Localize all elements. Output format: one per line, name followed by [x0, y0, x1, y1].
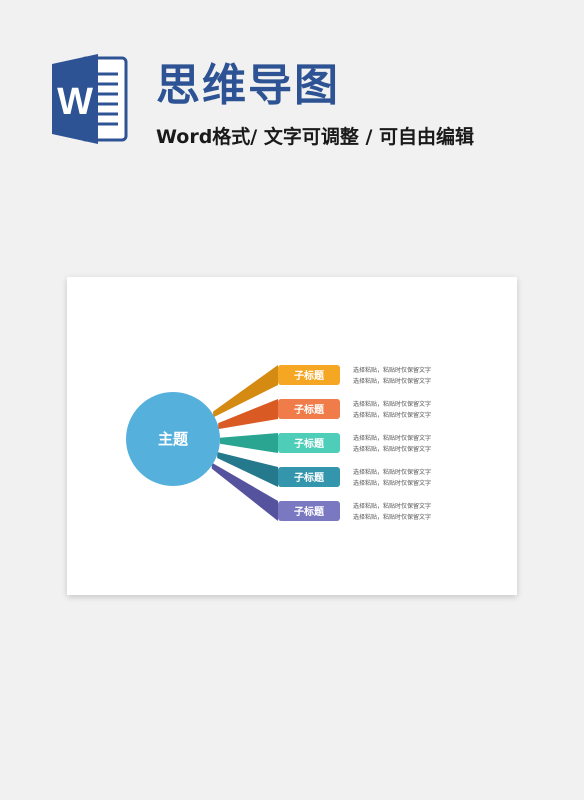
sub-topic-box [278, 501, 340, 521]
word-icon: W [52, 54, 128, 144]
sub-topics: 子标题选择粘贴，粘贴时仅保留文字选择粘贴，粘贴时仅保留文字子标题选择粘贴，粘贴时… [278, 365, 431, 521]
branch-connector [217, 451, 278, 487]
page-title: 思维导图 [156, 60, 340, 111]
branch-connector [211, 462, 278, 521]
sub-topic-label: 子标题 [294, 437, 325, 450]
sub-topic-description: 选择粘贴，粘贴时仅保留文字 [353, 366, 431, 374]
branch-connectors [211, 365, 278, 521]
header: W 思维导图 Word格式/ 文字可调整 / 可自由编辑 [0, 0, 584, 170]
sub-topic-box [278, 467, 340, 487]
sub-topic-description: 选择粘贴，粘贴时仅保留文字 [353, 468, 431, 476]
sub-topic-box [278, 399, 340, 419]
branch-connector [213, 365, 278, 418]
page-subtitle: Word格式/ 文字可调整 / 可自由编辑 [156, 126, 475, 148]
mind-map: 主题 子标题选择粘贴，粘贴时仅保留文字选择粘贴，粘贴时仅保留文字子标题选择粘贴，… [126, 365, 431, 521]
sub-topic-label: 子标题 [294, 471, 325, 484]
sub-topic-label: 子标题 [294, 403, 325, 416]
branch-connector [218, 399, 278, 430]
sub-topic-description: 选择粘贴，粘贴时仅保留文字 [353, 479, 431, 487]
sub-topic-description: 选择粘贴，粘贴时仅保留文字 [353, 445, 431, 453]
sub-topic-description: 选择粘贴，粘贴时仅保留文字 [353, 502, 431, 510]
main-topic-circle [126, 392, 220, 486]
sub-topic-label: 子标题 [294, 369, 325, 382]
sub-topic-description: 选择粘贴，粘贴时仅保留文字 [353, 377, 431, 385]
sub-topic-description: 选择粘贴，粘贴时仅保留文字 [353, 411, 431, 419]
sub-topic-description: 选择粘贴，粘贴时仅保留文字 [353, 400, 431, 408]
sub-topic-box [278, 433, 340, 453]
document-canvas: 主题 子标题选择粘贴，粘贴时仅保留文字选择粘贴，粘贴时仅保留文字子标题选择粘贴，… [67, 277, 517, 595]
branch-connector [219, 433, 278, 453]
main-topic-label: 主题 [158, 430, 189, 448]
sub-topic-description: 选择粘贴，粘贴时仅保留文字 [353, 434, 431, 442]
sub-topic-label: 子标题 [294, 505, 325, 518]
sub-topic-description: 选择粘贴，粘贴时仅保留文字 [353, 513, 431, 521]
logo-letter: W [57, 81, 93, 123]
sub-topic-box [278, 365, 340, 385]
